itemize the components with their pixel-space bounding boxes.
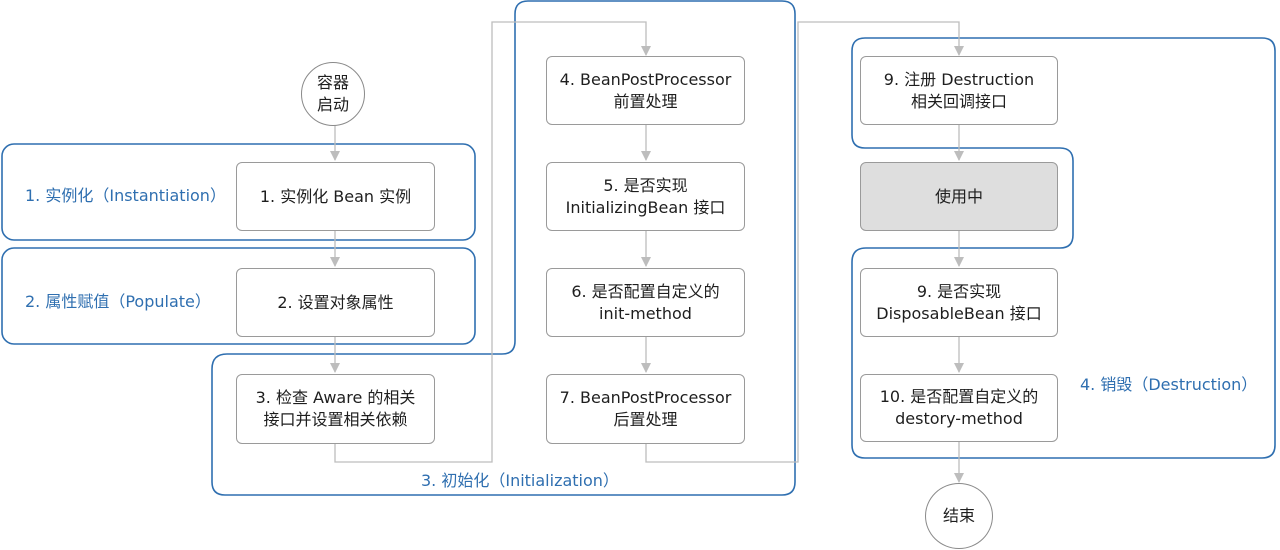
populate-phase-box [1,247,476,345]
arrow-step3-to-step4 [334,21,651,463]
step-in-use: 使用中 [860,162,1058,231]
start-node: 容器 启动 [301,62,365,126]
populate-phase-label: 2. 属性赋值（Populate） [25,292,211,311]
instantiation-phase-box [1,143,476,241]
step-destroy-method: 10. 是否配置自定义的 destory-method [860,374,1058,442]
step-initializing-bean: 5. 是否实现 InitializingBean 接口 [546,162,745,231]
step-init-method: 6. 是否配置自定义的 init-method [546,268,745,337]
step-bpp-after: 7. BeanPostProcessor 后置处理 [546,374,745,444]
initialization-phase-outline [211,0,796,496]
end-node: 结束 [925,483,993,549]
connectors [330,21,964,483]
step-disposable-bean: 9. 是否实现 DisposableBean 接口 [860,268,1058,337]
destruction-phase-label: 4. 销毁（Destruction） [1080,375,1258,394]
step-set-properties: 2. 设置对象属性 [236,268,435,337]
step-register-destruction: 9. 注册 Destruction 相关回调接口 [860,56,1058,125]
initialization-phase-label: 3. 初始化（Initialization） [421,471,619,490]
phase-outlines [1,0,1276,496]
instantiation-phase-label: 1. 实例化（Instantiation） [25,186,226,205]
destruction-phase-outline [851,37,1276,459]
step-instantiate-bean: 1. 实例化 Bean 实例 [236,162,435,231]
step-check-aware: 3. 检查 Aware 的相关 接口并设置相关依赖 [236,374,435,444]
arrow-step7-to-register [645,21,964,463]
step-bpp-before: 4. BeanPostProcessor 前置处理 [546,56,745,125]
